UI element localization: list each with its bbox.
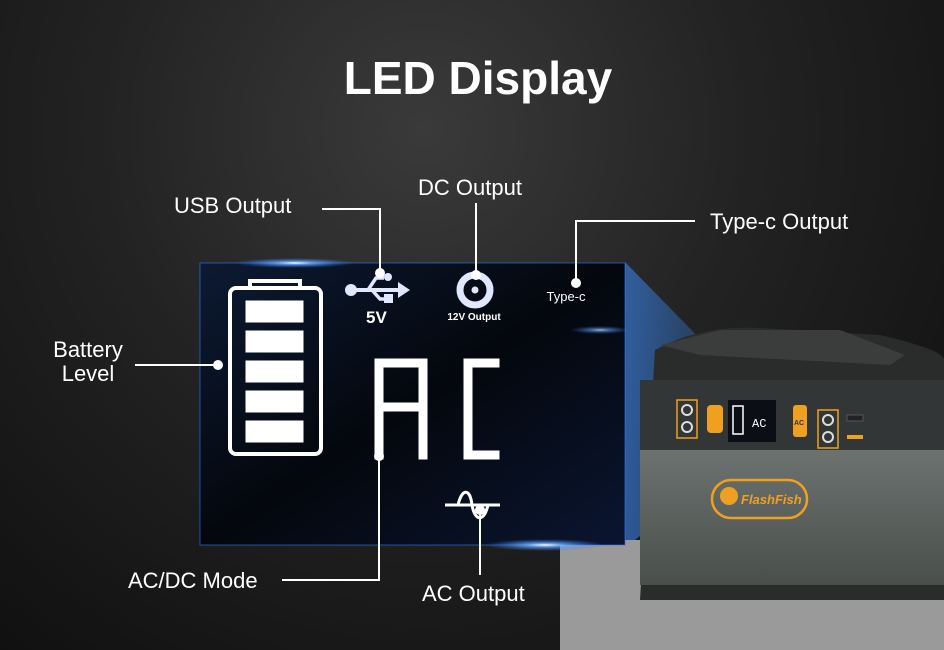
battery-bar — [245, 330, 304, 353]
dc-output-label: 12V Output — [447, 312, 501, 323]
callout-lines — [135, 203, 695, 581]
usb-output-callout: USB Output — [174, 193, 291, 218]
ac-button-label: AC — [794, 420, 804, 427]
usb-icon — [345, 273, 410, 303]
usb-voltage-label: 5V — [366, 308, 387, 327]
product-screen-text: AC — [752, 417, 766, 431]
ac-button — [793, 405, 807, 437]
brand-logo: FlashFish — [741, 492, 802, 507]
battery-bar — [245, 300, 304, 323]
battery-level-callout-line2: Level — [62, 361, 115, 386]
dc-output-callout: DC Output — [418, 175, 522, 200]
ac-output-callout: AC Output — [422, 581, 525, 606]
battery-bar — [245, 360, 304, 383]
typec-output-callout: Type-c Output — [710, 209, 848, 234]
battery-bar — [245, 420, 304, 443]
ac-sine-icon — [445, 490, 500, 520]
power-station-product: AC AC FlashFish — [560, 327, 944, 650]
ac-dc-mode-callout: AC/DC Mode — [128, 568, 258, 593]
battery-bar — [245, 390, 304, 413]
typec-label: Type-c — [546, 289, 586, 304]
battery-level-icon — [228, 279, 323, 456]
battery-level-callout-line1: Battery — [53, 337, 123, 362]
page-title: LED Display — [344, 52, 613, 104]
mode-segment-display — [374, 358, 500, 460]
